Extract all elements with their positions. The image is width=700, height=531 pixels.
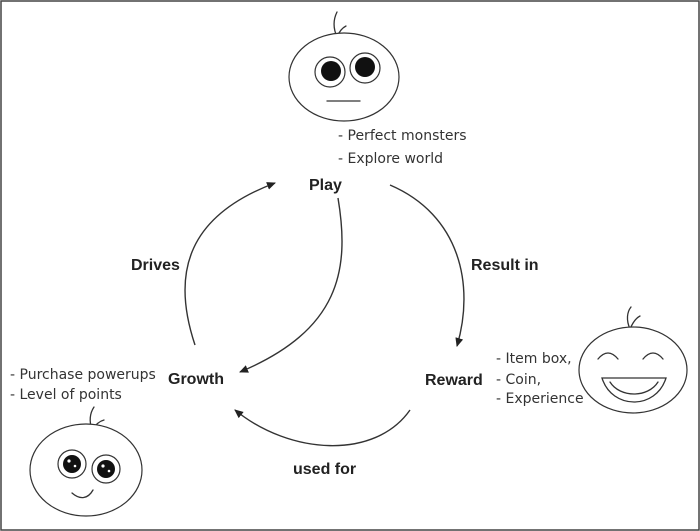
smiling-face-icon bbox=[29, 406, 143, 517]
note-growth-2: - Level of points bbox=[10, 387, 122, 403]
note-reward-2: - Coin, bbox=[496, 372, 541, 388]
note-reward-1: - Item box, bbox=[496, 351, 572, 367]
edge-label-result-in: Result in bbox=[471, 257, 539, 274]
arrow-play-to-growth bbox=[239, 197, 343, 373]
arrow-growth-to-play bbox=[184, 182, 276, 346]
edge-label-drives: Drives bbox=[131, 257, 180, 274]
note-play-2: - Explore world bbox=[338, 151, 443, 167]
note-play-1: - Perfect monsters bbox=[338, 128, 467, 144]
edge-label-used-for: used for bbox=[293, 461, 356, 478]
node-label-growth: Growth bbox=[168, 371, 224, 388]
node-label-reward: Reward bbox=[425, 372, 483, 389]
node-label-play: Play bbox=[309, 177, 342, 194]
arrow-reward-to-growth bbox=[234, 409, 411, 447]
arrow-play-to-reward bbox=[389, 184, 465, 347]
note-growth-1: - Purchase powerups bbox=[10, 367, 156, 383]
neutral-face-icon bbox=[288, 11, 400, 122]
laughing-face-icon bbox=[578, 306, 688, 414]
note-reward-3: - Experience bbox=[496, 391, 584, 407]
